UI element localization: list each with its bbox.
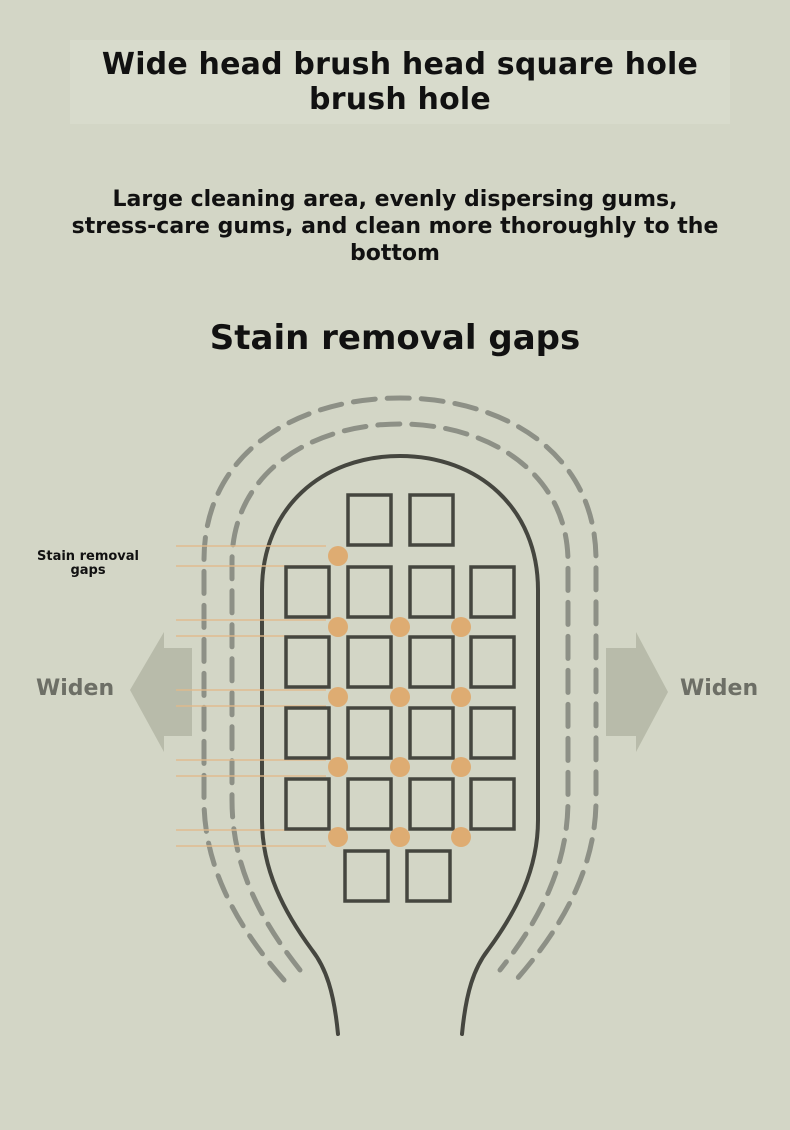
- description-line-1: Large cleaning area, evenly dispersing g…: [112, 187, 678, 212]
- square-hole: [346, 706, 393, 760]
- square-hole: [408, 565, 455, 619]
- main-title-line-1: Wide head brush head square hole: [101, 47, 699, 82]
- square-hole: [284, 777, 331, 831]
- gap-dots: [328, 546, 471, 847]
- section-title: Stain removal gaps: [209, 318, 581, 358]
- gap-dot: [390, 757, 410, 777]
- square-hole: [469, 635, 516, 689]
- square-hole: [408, 777, 455, 831]
- square-hole: [469, 706, 516, 760]
- stain-gaps-label-line-2: gaps: [70, 563, 106, 578]
- feature-description: Large cleaning area, evenly dispersing g…: [40, 186, 750, 267]
- square-hole: [284, 635, 331, 689]
- outer-dashed-outline: [201, 395, 599, 983]
- widen-left-arrow: [130, 632, 192, 752]
- square-hole: [405, 849, 452, 903]
- square-hole: [346, 565, 393, 619]
- brush-head-outline: [260, 453, 540, 1036]
- main-title: Wide head brush head square hole brush h…: [70, 40, 730, 124]
- square-hole: [408, 635, 455, 689]
- gap-dot: [328, 827, 348, 847]
- square-hole: [346, 777, 393, 831]
- widen-right-arrow: [606, 632, 668, 752]
- square-holes: [284, 493, 516, 903]
- square-hole: [408, 706, 455, 760]
- gap-dot: [328, 687, 348, 707]
- square-hole: [284, 706, 331, 760]
- square-hole: [343, 849, 390, 903]
- description-line-3: bottom: [350, 241, 440, 266]
- gap-dot: [390, 687, 410, 707]
- description-line-2: stress-care gums, and clean more thoroug…: [71, 214, 719, 239]
- gap-dot: [451, 827, 471, 847]
- gap-dot: [451, 617, 471, 637]
- gap-dot: [390, 827, 410, 847]
- gap-dot: [328, 546, 348, 566]
- square-hole: [408, 493, 455, 547]
- main-title-line-2: brush hole: [309, 82, 491, 117]
- square-hole: [346, 635, 393, 689]
- gap-dot: [451, 757, 471, 777]
- stain-gaps-label-line-1: Stain removal: [37, 549, 139, 564]
- widen-left-label: Widen: [36, 676, 115, 701]
- gap-dot: [328, 757, 348, 777]
- widen-right-label: Widen: [680, 676, 759, 701]
- gap-dot: [328, 617, 348, 637]
- square-hole: [469, 777, 516, 831]
- square-hole: [469, 565, 516, 619]
- gap-dot: [451, 687, 471, 707]
- stain-gaps-label: Stain removal gaps: [10, 550, 166, 578]
- gap-guide-lines: [176, 545, 326, 847]
- square-hole: [346, 493, 393, 547]
- gap-dot: [390, 617, 410, 637]
- square-hole: [284, 565, 331, 619]
- inner-dashed-outline: [229, 421, 571, 973]
